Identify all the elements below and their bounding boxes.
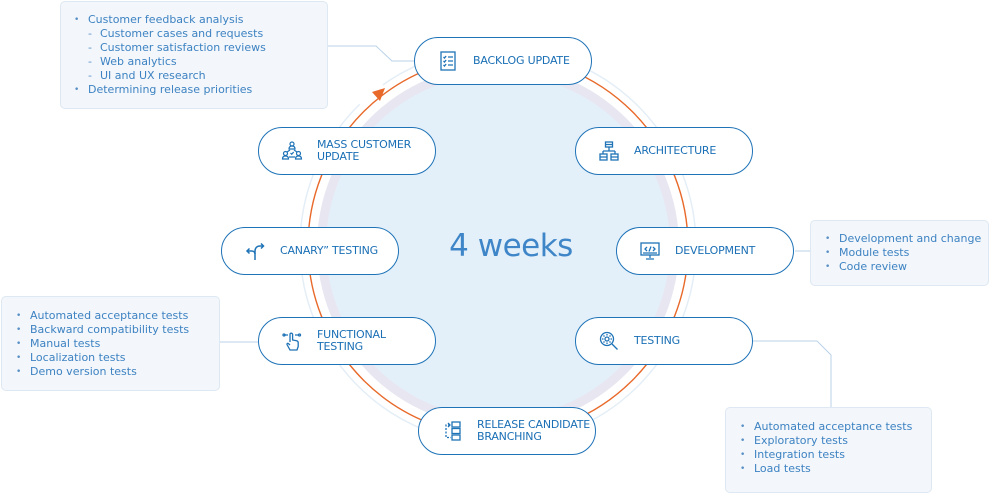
note-item: Customer feedback analysis [74, 13, 327, 27]
note-subitem: Web analytics [74, 55, 327, 69]
user-network-icon [279, 138, 305, 164]
note-item: Automated acceptance tests [740, 420, 931, 434]
arrow-gap [348, 71, 386, 107]
branching-icon [439, 418, 465, 444]
note-item: Determining release priorities [74, 83, 327, 97]
cycle-arrow-head [372, 88, 385, 101]
note-subitem: Customer cases and requests [74, 27, 327, 41]
note-item: Integration tests [740, 448, 931, 462]
note-item: Localization tests [16, 351, 219, 365]
monitor-code-icon [637, 238, 663, 264]
stage-label-line1: FUNCTIONAL [317, 328, 386, 341]
stage-label: DEVELOPMENT [675, 244, 756, 257]
connector-testing [753, 340, 832, 408]
stage-label: ARCHITECTURE [634, 144, 717, 157]
cycle-duration-label: 4 weeks [449, 228, 573, 264]
stage-label-line2: BRANCHING [477, 430, 542, 443]
note-item: Demo version tests [16, 365, 219, 379]
stage-label-line1: MASS CUSTOMER [317, 138, 412, 151]
note-functional-testing: Automated acceptance tests Backward comp… [1, 296, 220, 391]
note-item: Code review [825, 260, 988, 274]
stage-label-line2: UPDATE [317, 150, 360, 163]
stage-testing[interactable]: TESTING [575, 317, 753, 365]
stage-label: CANARY” TESTING [280, 244, 378, 257]
stage-canary-testing[interactable]: CANARY” TESTING [221, 227, 399, 275]
stage-label: TESTING [634, 334, 680, 347]
connector-backlog [328, 45, 415, 62]
note-item: Development and change [825, 232, 988, 246]
note-development: Development and change Module tests Code… [810, 220, 989, 286]
note-backlog-update: Customer feedback analysis Customer case… [60, 1, 328, 109]
note-item: Backward compatibility tests [16, 323, 219, 337]
note-testing: Automated acceptance tests Exploratory t… [725, 407, 932, 493]
stage-label-line1: RELEASE CANDIDATE [477, 418, 590, 431]
note-item: Exploratory tests [740, 434, 931, 448]
note-subitem: UI and UX research [74, 69, 327, 83]
note-item: Manual tests [16, 337, 219, 351]
split-arrow-icon [242, 238, 268, 264]
note-item: Load tests [740, 462, 931, 476]
stage-architecture[interactable]: ARCHITECTURE [575, 127, 753, 175]
stage-backlog-update[interactable]: BACKLOG UPDATE [414, 37, 592, 85]
note-item: Automated acceptance tests [16, 309, 219, 323]
hierarchy-icon [596, 138, 622, 164]
stage-label-line2: TESTING [317, 340, 363, 353]
hand-pointer-icon [279, 328, 305, 354]
gear-magnifier-icon [596, 328, 622, 354]
stage-label: BACKLOG UPDATE [473, 54, 570, 67]
note-subitem: Customer satisfaction reviews [74, 41, 327, 55]
checklist-icon [435, 48, 461, 74]
note-item: Module tests [825, 246, 988, 260]
stage-development[interactable]: DEVELOPMENT [616, 227, 794, 275]
